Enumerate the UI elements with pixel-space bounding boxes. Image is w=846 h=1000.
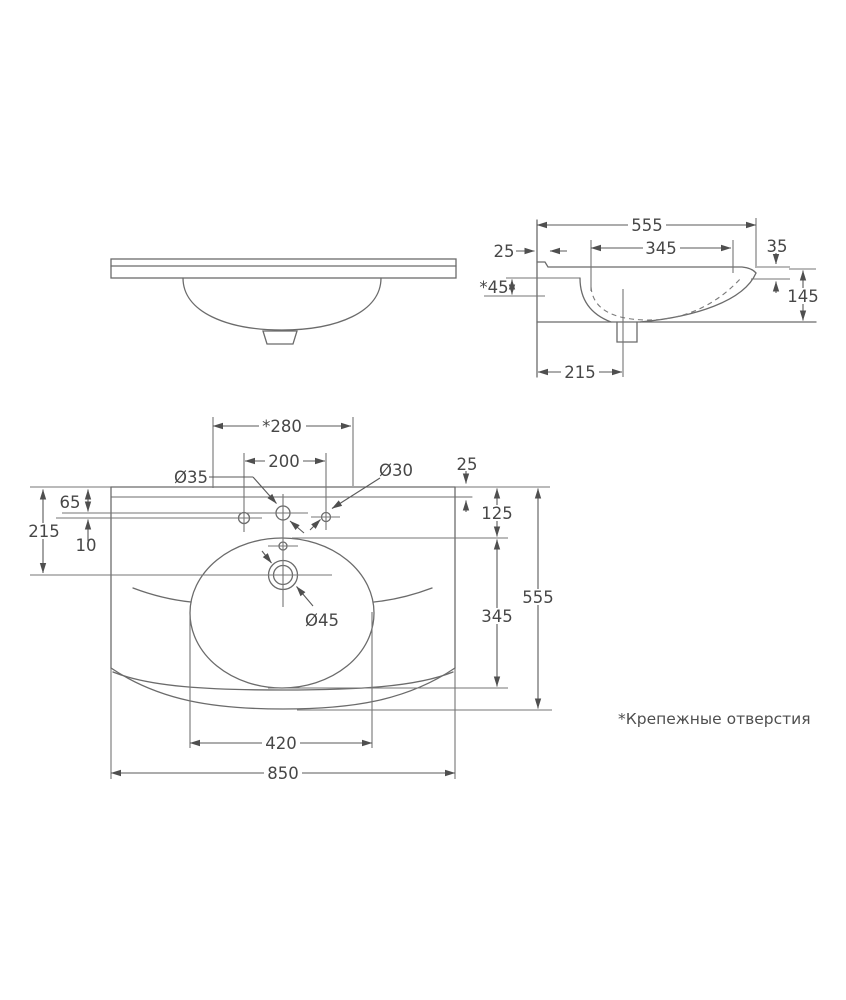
leader-d35-arrow2 [289, 520, 305, 534]
plan-left-wing-line [132, 587, 192, 603]
leader-d30-arrow [331, 477, 381, 509]
dim-side-rear-offset: 25 [494, 242, 515, 261]
plan-front-outer-arc [110, 667, 456, 710]
front-view [110, 258, 457, 345]
dim-plan-mount-hole-spacing: *280 [262, 417, 302, 436]
dim-side-edge-height: 35 [767, 237, 788, 256]
dim-side-front-height: 145 [787, 287, 819, 306]
front-drain-boss [262, 330, 298, 345]
leader-d45-arrow [261, 550, 272, 564]
side-top-surface [536, 261, 757, 274]
dim-plan-rear-rim: 25 [457, 455, 478, 474]
mounting-holes-footnote: *Крепежные отверстия [618, 710, 811, 728]
plan-view: *280 200 Ø35 Ø30 25 65 10 215 125 345 55… [28, 417, 556, 783]
side-view: 555 345 25 35 *45 145 215 [479, 216, 821, 382]
side-drain-outlet [616, 321, 638, 343]
dim-plan-tap-hole-dia: Ø35 [174, 468, 208, 487]
dim-plan-rear-to-holes: 65 [60, 493, 81, 512]
dim-plan-bowl-length: 345 [481, 607, 513, 626]
side-bowl-back-wall [579, 277, 612, 323]
front-bowl-curve [182, 277, 382, 331]
plan-right-wing-line [373, 587, 433, 603]
dim-plan-drain-dia: Ø45 [305, 611, 339, 630]
plan-front-inner-arc [112, 671, 454, 691]
dim-plan-overall-depth: 555 [522, 588, 554, 607]
dim-plan-overall-width: 850 [267, 764, 299, 783]
dim-side-drain-from-back: 215 [564, 363, 596, 382]
dim-side-bowl-depth: 345 [645, 239, 677, 258]
dim-side-mount-hole-offset: *45 [479, 278, 508, 297]
side-bowl-hidden-edge [590, 277, 742, 321]
dim-plan-side-hole-dia: Ø30 [379, 461, 413, 480]
leader-d30-arrow2 [309, 519, 321, 531]
dim-side-overall-depth: 555 [631, 216, 663, 235]
dim-plan-bowl-width: 420 [265, 734, 297, 753]
dim-plan-rear-to-drain: 215 [28, 522, 60, 541]
dim-plan-rim-to-bowl: 125 [481, 504, 513, 523]
front-countertop-slab [110, 258, 457, 279]
leader-d45-arrow2 [296, 586, 314, 607]
leader-d35-arrow [252, 476, 277, 504]
dim-plan-tap-hole-spacing: 200 [268, 452, 300, 471]
dim-plan-holes-offset: 10 [76, 536, 97, 555]
